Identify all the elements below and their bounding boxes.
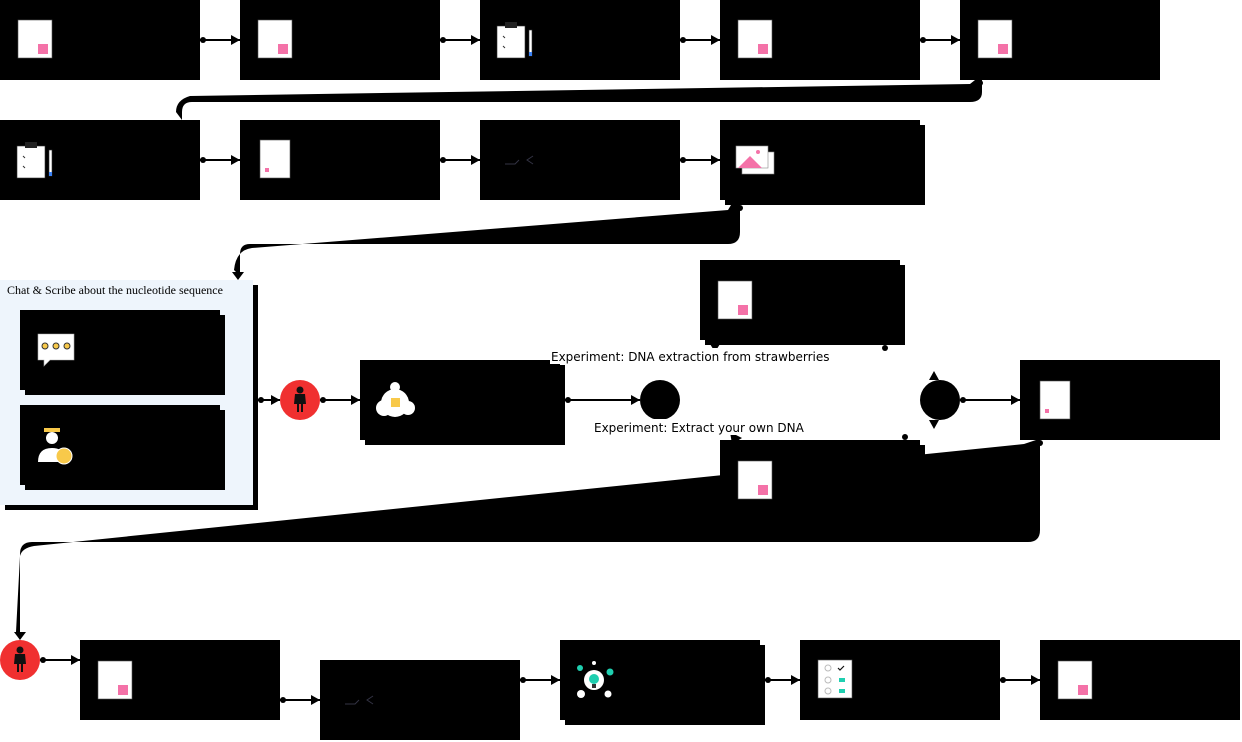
task-block[interactable] [480, 0, 680, 80]
task-block-stacked[interactable] [720, 120, 925, 205]
task-block-stacked[interactable] [720, 440, 925, 525]
chat-scribe-group: Chat & Scribe about the nucleotide seque… [0, 280, 258, 510]
split-gateway[interactable] [640, 380, 680, 420]
task-block[interactable] [0, 0, 200, 80]
chat-bubble-icon [37, 333, 75, 367]
user-event[interactable] [0, 640, 40, 680]
task-block[interactable] [1020, 360, 1220, 440]
task-block-stacked[interactable] [360, 360, 565, 445]
document-icon [17, 19, 53, 59]
document-icon [737, 460, 773, 500]
document-icon [1057, 660, 1093, 700]
task-block[interactable] [80, 640, 280, 720]
scribe-person-icon [38, 428, 73, 465]
branch-label-bottom: Experiment: Extract your own DNA [593, 419, 808, 435]
document-icon [717, 280, 753, 320]
document-icon [737, 19, 773, 59]
task-block[interactable] [480, 120, 680, 200]
task-block[interactable] [320, 660, 520, 740]
task-block[interactable] [720, 0, 920, 80]
image-gallery-icon [735, 145, 775, 175]
task-block-stacked[interactable] [700, 260, 905, 345]
connector-markers [40, 35, 1043, 705]
idea-cloud-icon [376, 382, 415, 417]
svg-text:Experiment: Extract your own D: Experiment: Extract your own DNA [594, 421, 805, 435]
task-block-stacked[interactable] [20, 405, 225, 490]
task-block[interactable] [800, 640, 1000, 720]
checklist-icon [817, 659, 853, 699]
document-small-icon [259, 139, 291, 179]
task-block-stacked[interactable] [20, 310, 225, 395]
document-icon [257, 19, 293, 59]
document-icon [97, 660, 133, 700]
svg-text:Experiment: DNA extraction fro: Experiment: DNA extraction from strawber… [551, 350, 830, 364]
task-block[interactable] [960, 0, 1160, 80]
document-icon [977, 19, 1013, 59]
task-block-stacked[interactable] [560, 640, 765, 725]
group-title: Chat & Scribe about the nucleotide seque… [7, 283, 223, 297]
branch-label-top: Experiment: DNA extraction from strawber… [550, 348, 832, 364]
task-block[interactable] [240, 120, 440, 200]
task-block[interactable] [240, 0, 440, 80]
document-small-icon [1039, 380, 1071, 420]
join-gateway[interactable] [920, 380, 960, 420]
task-block[interactable] [0, 120, 200, 200]
user-event[interactable] [280, 380, 320, 420]
task-block[interactable] [1040, 640, 1240, 720]
lightbulb-network-icon [577, 661, 614, 698]
